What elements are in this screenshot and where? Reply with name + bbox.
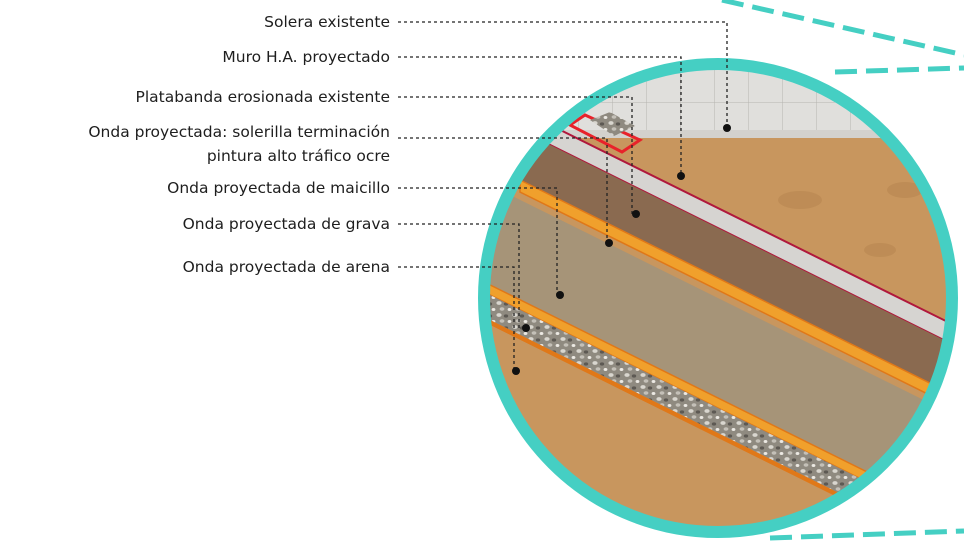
label-solerilla-line1: Onda proyectada: solerilla terminación bbox=[88, 123, 390, 141]
label-solera-existente: Solera existente bbox=[264, 13, 390, 31]
detail-ring bbox=[478, 58, 958, 538]
detail-circle bbox=[484, 64, 952, 532]
label-maicillo: Onda proyectada de maicillo bbox=[167, 179, 390, 197]
label-muro-proyectado: Muro H.A. proyectado bbox=[222, 48, 390, 66]
label-arena: Onda proyectada de arena bbox=[182, 258, 390, 276]
zoom-guide-lines bbox=[721, 0, 964, 541]
label-platabanda: Platabanda erosionada existente bbox=[135, 88, 390, 106]
label-grava: Onda proyectada de grava bbox=[182, 215, 390, 233]
label-solerilla-line2: pintura alto tráfico ocre bbox=[206, 147, 390, 165]
gravel-layer bbox=[484, 285, 952, 532]
leader-lines bbox=[398, 21, 728, 371]
soil-layer bbox=[520, 130, 952, 400]
maicillo-layer bbox=[484, 175, 952, 520]
leader-dots bbox=[512, 124, 731, 375]
